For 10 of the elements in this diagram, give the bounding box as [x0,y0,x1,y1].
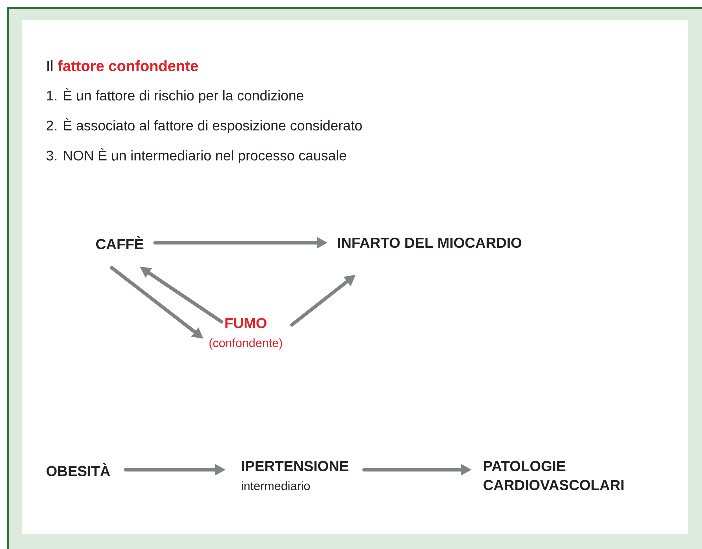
list-item: 2. È associato al fattore di esposizione considerato [46,118,362,134]
outcome-label: INFARTO DEL MIOCARDIO [338,238,522,248]
exposure-label: CAFFÈ [96,236,144,250]
cause-label: OBESITÀ [46,463,110,476]
list-item: 3. NON È un intermediario nel processo causale [46,148,346,164]
confounder-label: FUMO (confondente) [210,318,282,350]
intermediate-label: IPERTENSIONE intermediario [242,461,349,490]
heading: Il fattore confondente [48,60,198,72]
outcome-label: PATOLOGIE CARDIOVASCOLARI [484,461,624,490]
list-item: 1. È un fattore di rischio per la condizione [47,88,304,104]
